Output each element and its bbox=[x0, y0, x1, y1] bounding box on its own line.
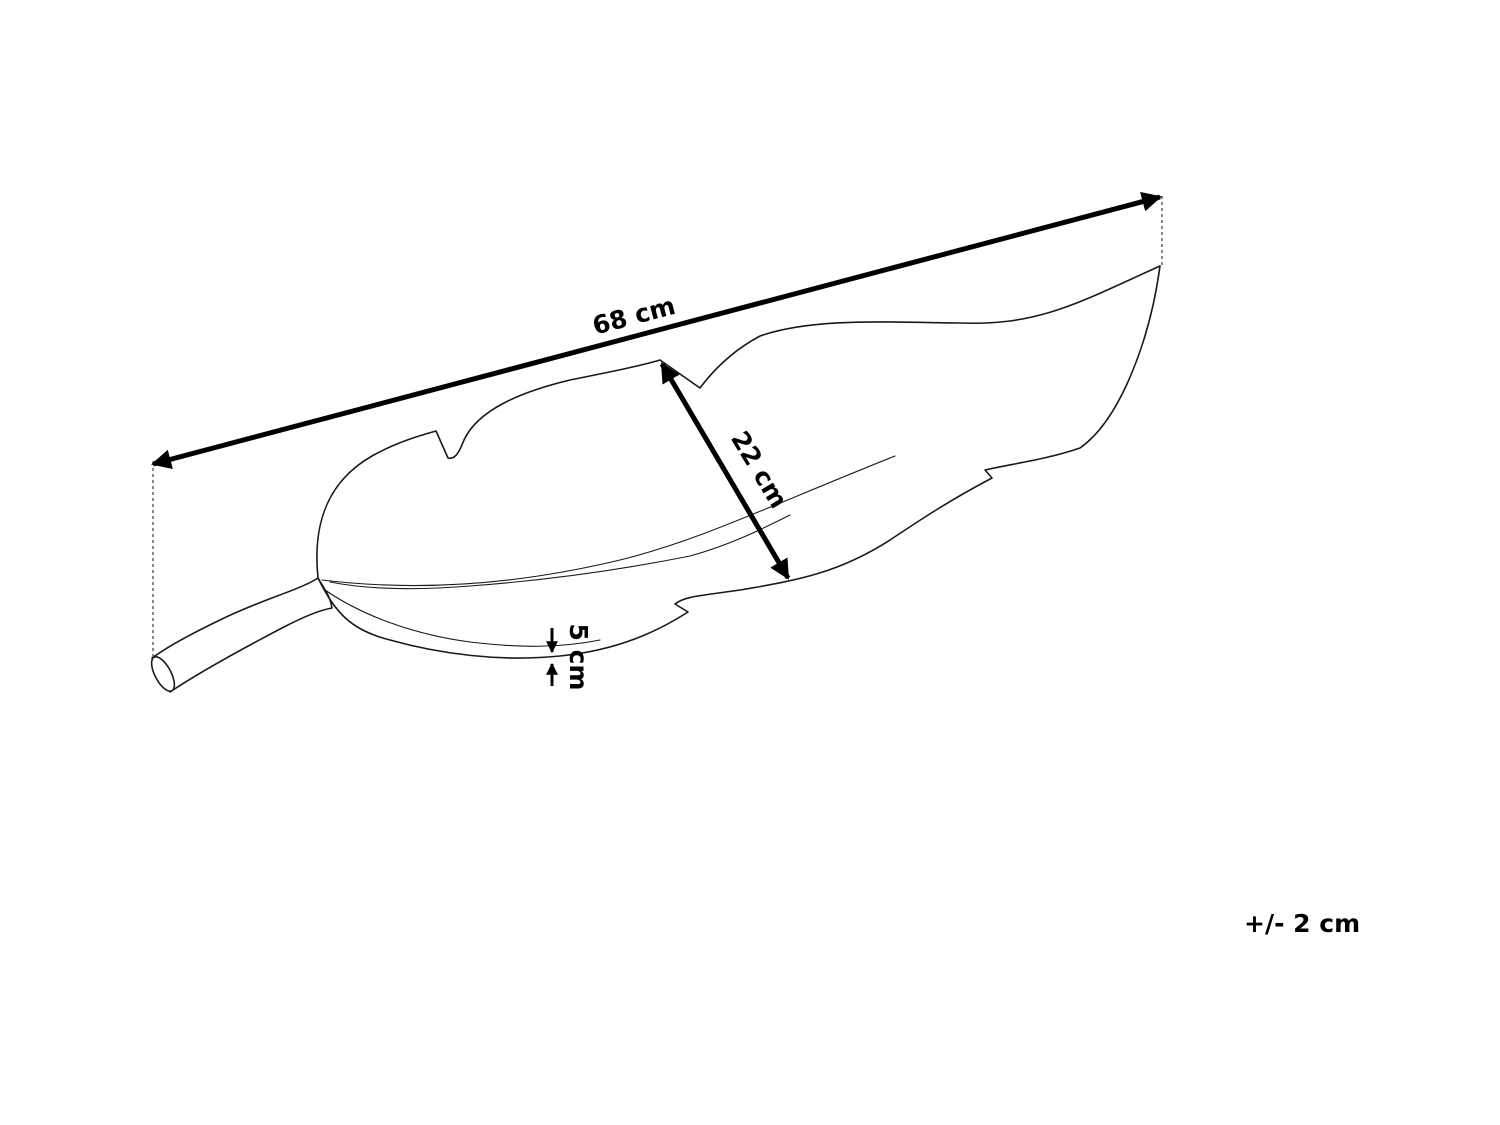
leaf-midrib bbox=[321, 455, 896, 587]
width-arrow bbox=[659, 362, 791, 580]
width-label: 22 cm bbox=[725, 426, 793, 513]
length-arrow bbox=[151, 191, 1162, 470]
height-label: 5 cm bbox=[564, 624, 593, 691]
length-dimension: 68 cm bbox=[151, 191, 1163, 660]
stem-end bbox=[150, 656, 176, 692]
height-dimension: 5 cm bbox=[546, 624, 593, 691]
leaf-inner-rim bbox=[324, 514, 791, 647]
width-dimension: 22 cm bbox=[659, 362, 793, 580]
tolerance-note: +/- 2 cm bbox=[1244, 909, 1360, 938]
leaf-stem bbox=[151, 577, 333, 693]
length-label: 68 cm bbox=[589, 291, 678, 341]
